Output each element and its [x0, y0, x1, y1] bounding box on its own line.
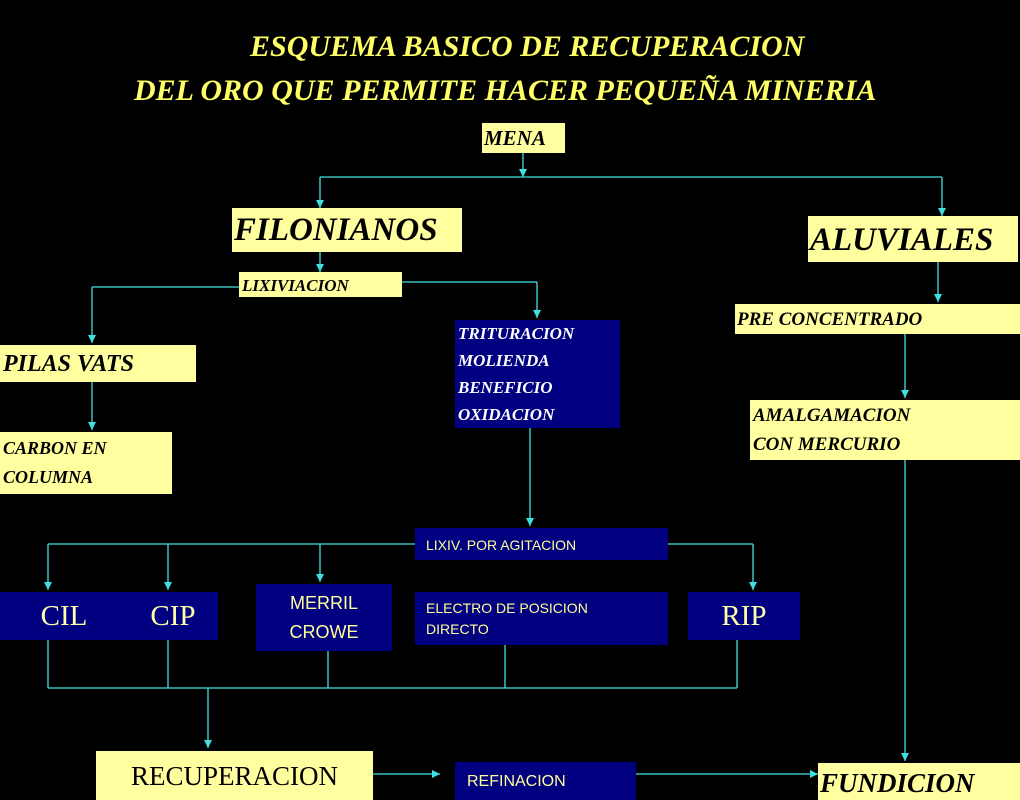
node-filonianos: FILONIANOS: [232, 208, 462, 252]
carbon-line-2: COLUMNA: [3, 467, 94, 487]
node-fundicion: FUNDICION: [818, 763, 1020, 800]
trituracion-line-3: BENEFICIO: [458, 378, 553, 397]
node-rip: RIP: [688, 592, 800, 640]
trituracion-line-4: OXIDACION: [458, 405, 555, 424]
node-merril-crowe: MERRIL CROWE: [256, 584, 392, 651]
node-lixiviacion: LIXIVIACION: [239, 272, 402, 297]
node-aluviales: ALUVIALES: [808, 216, 1018, 262]
node-cip: CIP: [128, 592, 218, 640]
node-lixiv-agitacion: LIXIV. POR AGITACION: [415, 528, 668, 560]
node-carbon-columna: CARBON EN COLUMNA: [0, 432, 172, 494]
title-line-2: DEL ORO QUE PERMITE HACER PEQUEÑA MINERI…: [134, 74, 877, 107]
node-electro: ELECTRO DE POSICION DIRECTO: [415, 592, 668, 645]
amalgamacion-line-1: AMALGAMACION: [753, 405, 911, 426]
electro-line-2: DIRECTO: [426, 621, 489, 637]
node-mena: MENA: [482, 123, 565, 153]
trituracion-line-2: MOLIENDA: [458, 351, 550, 370]
trituracion-line-1: TRITURACION: [458, 324, 575, 343]
title-line-1: ESQUEMA BASICO DE RECUPERACION: [250, 30, 805, 63]
node-recuperacion: RECUPERACION: [96, 751, 373, 800]
node-cil: CIL: [0, 592, 128, 640]
node-pre-concentrado: PRE CONCENTRADO: [735, 304, 1020, 334]
node-trituracion: TRITURACION MOLIENDA BENEFICIO OXIDACION: [455, 320, 620, 428]
node-amalgamacion: AMALGAMACION CON MERCURIO: [750, 400, 1020, 460]
merril-line-2: CROWE: [289, 622, 359, 642]
node-refinacion: REFINACION: [455, 762, 636, 800]
electro-line-1: ELECTRO DE POSICION: [426, 600, 588, 616]
merril-line-1: MERRIL: [289, 593, 358, 613]
amalgamacion-line-2: CON MERCURIO: [753, 434, 901, 455]
node-pilas-vats: PILAS VATS: [0, 345, 196, 382]
carbon-line-1: CARBON EN: [3, 438, 107, 458]
